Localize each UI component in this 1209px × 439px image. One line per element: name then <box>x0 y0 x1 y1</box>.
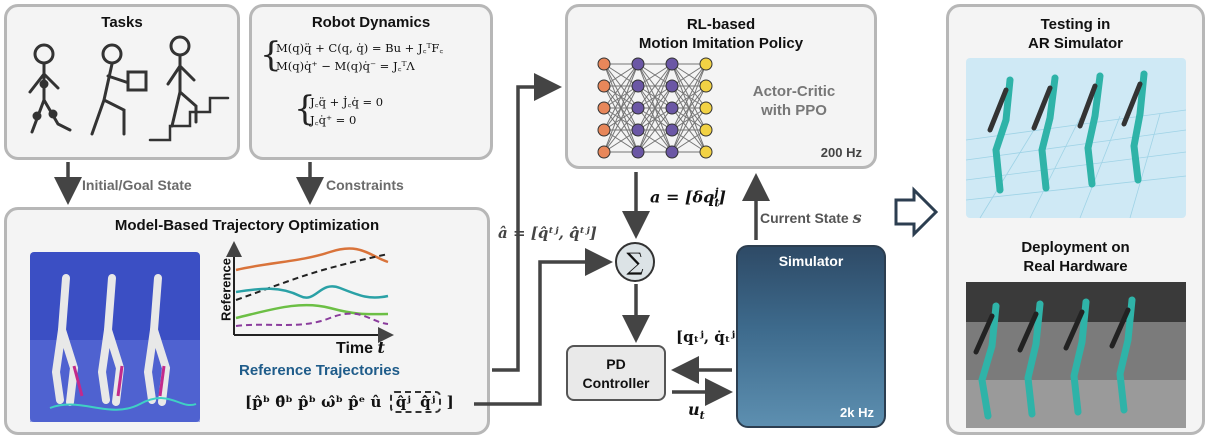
action-label: a = [δqtj] <box>650 186 726 210</box>
rl-title-line1: RL-based <box>686 16 756 33</box>
rl-method-line1: Actor-Critic <box>752 83 836 100</box>
reference-vector-q: q̂ʲ <box>395 393 411 411</box>
pd-output-sub: t <box>699 409 705 423</box>
pd-controller-block: PD Controller <box>566 345 666 401</box>
summation-node: ∑ <box>615 242 655 282</box>
rl-title-line2: Motion Imitation Policy <box>638 35 804 52</box>
reference-vector-close: ] <box>446 393 454 411</box>
dynamics-eq-4: J꜀q̇⁺ = 0 <box>310 113 357 127</box>
dynamics-panel: Robot Dynamics { M(q)q̈ + C(q, q̇) = Bu … <box>249 4 493 160</box>
pd-output-text: u <box>688 400 700 419</box>
plot-xlabel-text: Time <box>336 340 374 357</box>
constraints-label: Constraints <box>326 177 404 193</box>
testing-title-line2: AR Simulator <box>1027 35 1123 52</box>
rl-rate: 200 Hz <box>820 145 862 160</box>
joint-selection-box: q̂ʲ q̂̇ʲ <box>389 391 442 413</box>
pd-line2: Controller <box>582 375 650 391</box>
big-arrow-icon <box>894 186 939 238</box>
dynamics-title: Robot Dynamics <box>311 14 431 31</box>
testing-title-line1: Testing in <box>1040 16 1111 33</box>
brace-left-2: { <box>294 89 316 129</box>
reference-vector-qdot: q̂̇ʲ <box>420 393 436 411</box>
tasks-title: Tasks <box>101 14 143 31</box>
dynamics-eq-3: J꜀q̈ + J̇꜀q̇ = 0 <box>310 95 384 109</box>
rl-method-line2: with PPO <box>761 102 827 119</box>
tasks-panel: Tasks <box>4 4 240 160</box>
plot-xlabel-symbol: t <box>377 338 385 357</box>
deploy-title-line1: Deployment on <box>1021 239 1130 256</box>
reference-vector-main: [p̂ᵇ θ̂ᵇ p̂ᵇ ω̂ᵇ p̂ᵉ û <box>245 393 382 411</box>
dynamics-eq-2: M(q)q̇⁺ − M(q)q̇⁻ = J꜀ᵀΛ <box>276 59 415 73</box>
current-state-symbol: s <box>852 208 862 227</box>
pd-output-label: ut <box>688 400 705 422</box>
ref-hat-label: â = [q̂ᵗʲ, q̂̇ᵗʲ] <box>498 224 597 242</box>
initial-goal-label: Initial/Goal State <box>82 177 192 193</box>
simulator-title: Simulator <box>778 253 844 269</box>
action-text: a = [δq <box>650 187 715 207</box>
plot-xlabel: Time t <box>336 338 385 358</box>
action-sub: t <box>714 196 720 210</box>
reference-trajectories-label: Reference Trajectories <box>239 362 400 379</box>
plot-ylabel: Reference <box>218 258 234 321</box>
reference-vector: [p̂ᵇ θ̂ᵇ p̂ᵇ ω̂ᵇ p̂ᵉ û q̂ʲ q̂̇ʲ ] <box>245 391 454 413</box>
testing-panel: Testing in AR Simulator Deployment on Re… <box>946 4 1205 435</box>
brace-left-1: { <box>260 35 282 75</box>
pd-input-label: [qₜʲ, q̇ₜʲ] <box>676 328 743 346</box>
trajectory-panel: Model-Based Trajectory Optimization Refe… <box>4 207 490 435</box>
action-sup: j <box>714 186 719 199</box>
dynamics-eq-1: M(q)q̈ + C(q, q̇) = Bu + J꜀ᵀF꜀ <box>276 41 444 55</box>
trajectory-title: Model-Based Trajectory Optimization <box>114 217 380 234</box>
rl-policy-panel: RL-based Motion Imitation Policy Actor-C… <box>565 4 877 169</box>
simulator-rate: 2k Hz <box>840 405 874 420</box>
pd-line1: PD <box>606 356 626 372</box>
deploy-title-line2: Real Hardware <box>1023 258 1128 275</box>
simulator-panel: Simulator 2k Hz <box>736 245 886 428</box>
current-state-label: Current State s <box>760 208 862 227</box>
current-state-text: Current State <box>760 210 849 226</box>
